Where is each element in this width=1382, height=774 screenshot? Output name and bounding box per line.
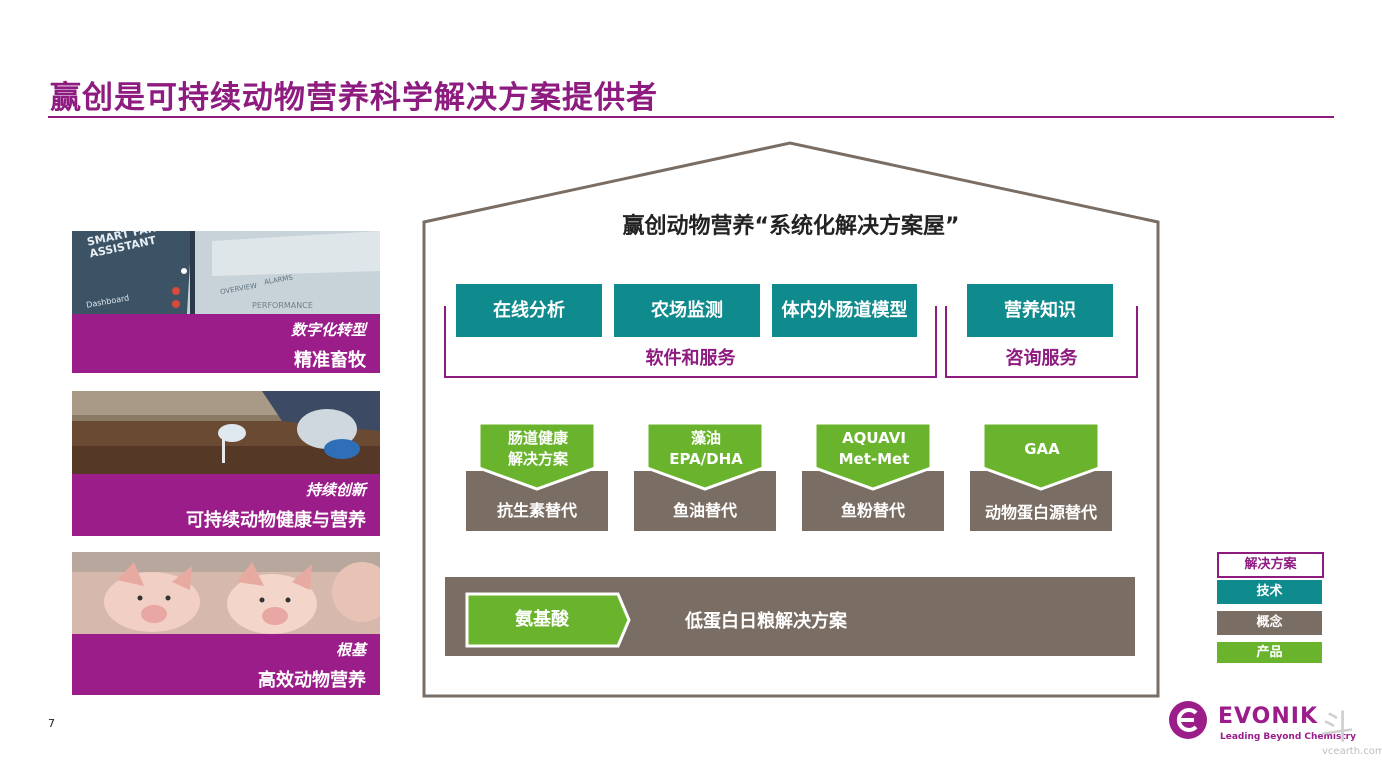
panel-digital: SMART FARM ASSISTANT OVERVIEW ALARMS Das… <box>72 231 380 373</box>
page-number: 7 <box>48 717 55 730</box>
legend-concept: 概念 <box>1217 611 1322 635</box>
amino-acid-label: 氨基酸 <box>515 609 569 630</box>
product-chevron-1 <box>477 421 597 491</box>
tech-farm-monitoring: 农场监测 <box>614 284 760 337</box>
software-label: 软件和服务 <box>645 348 736 369</box>
software-bracket <box>444 306 937 378</box>
concept-label-3: 鱼粉替代 <box>840 501 905 520</box>
page-title: 赢创是可持续动物营养科学解决方案提供者 <box>50 80 658 116</box>
photo-text-6: PERFORMANCE <box>252 301 313 310</box>
panel-caption: 持续创新 可持续动物健康与营养 <box>72 474 380 536</box>
panel-foundation: 根基 高效动物营养 <box>72 552 380 695</box>
legend-technology: 技术 <box>1217 580 1322 604</box>
consult-bracket <box>945 306 1138 378</box>
evonik-wordmark: EVONIK <box>1218 704 1319 729</box>
title-divider <box>48 116 1334 118</box>
house-title: 赢创动物营养“系统化解决方案屋” <box>622 214 960 239</box>
amino-acid-arrow <box>465 592 631 648</box>
panel-label: 可持续动物健康与营养 <box>186 510 366 531</box>
watermark-url: vcearth.com <box>1322 746 1382 757</box>
house-outline <box>422 141 1160 698</box>
tech-online-analysis: 在线分析 <box>456 284 602 337</box>
product-label-4: GAA <box>1024 440 1060 458</box>
product-chevron-2 <box>645 421 765 491</box>
panel-label: 精准畜牧 <box>294 350 366 371</box>
tech-nutrition-knowledge: 营养知识 <box>967 284 1113 337</box>
watermark-glyph: 斗 <box>1320 708 1354 748</box>
panel-label: 高效动物营养 <box>258 670 366 691</box>
base-label: 低蛋白日粮解决方案 <box>685 611 847 632</box>
legend-product: 产品 <box>1217 642 1322 663</box>
panel-caption: 根基 高效动物营养 <box>72 634 380 695</box>
photo-pigs <box>72 552 380 634</box>
concept-label-4: 动物蛋白源替代 <box>984 503 1097 522</box>
concept-label-1: 抗生素替代 <box>496 501 577 520</box>
evonik-tagline: Leading Beyond Chemistry <box>1220 732 1356 742</box>
legend-solution: 解决方案 <box>1217 552 1324 578</box>
panel-italic-label: 数字化转型 <box>290 321 366 339</box>
product-chevron-3 <box>813 421 933 491</box>
concept-label-2: 鱼油替代 <box>672 501 737 520</box>
panel-italic-label: 根基 <box>335 641 366 659</box>
evonik-logo-icon <box>1169 701 1207 739</box>
panel-italic-label: 持续创新 <box>305 481 366 499</box>
evonik-logo: EVONIK Leading Beyond Chemistry <box>1168 700 1356 748</box>
photo-soil-sampling <box>72 391 380 474</box>
tech-gut-model: 体内外肠道模型 <box>772 284 917 337</box>
panel-innovation: 持续创新 可持续动物健康与营养 <box>72 391 380 536</box>
photo-smart-farm: SMART FARM ASSISTANT OVERVIEW ALARMS Das… <box>72 231 380 314</box>
panel-caption: 数字化转型 精准畜牧 <box>72 314 380 373</box>
product-chevron-4 <box>981 421 1101 491</box>
consult-label: 咨询服务 <box>1005 348 1078 369</box>
product-label-1: 肠道健康解决方案 <box>507 429 568 468</box>
